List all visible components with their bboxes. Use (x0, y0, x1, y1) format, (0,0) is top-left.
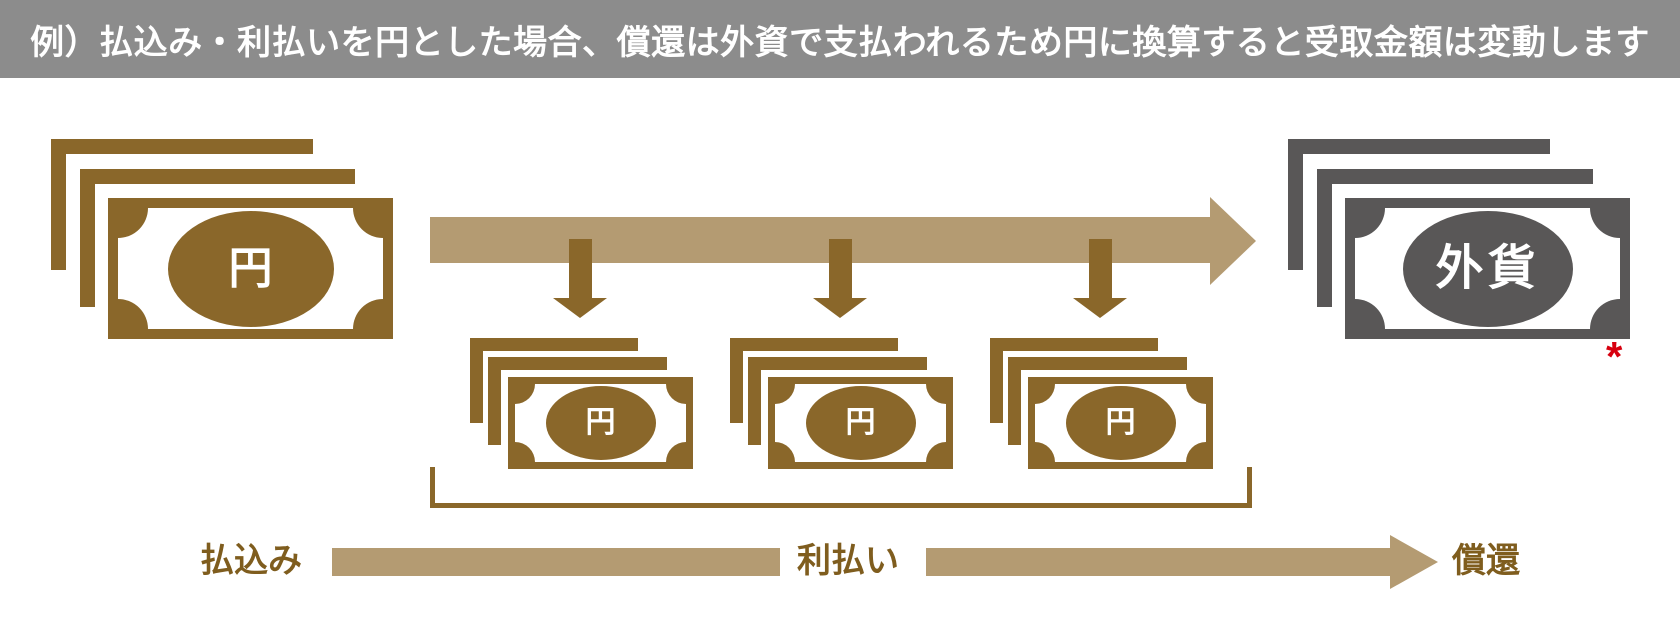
banknote-corner-ornament (666, 442, 686, 462)
banknote-face: 円 (118, 208, 383, 329)
foreign-currency-banknote: 外貨 (1345, 198, 1630, 339)
banknote-back-layer (80, 169, 355, 307)
banknote-back-layer (51, 139, 313, 270)
banknote-corner-ornament (926, 384, 946, 404)
footnote-asterisk: * (1606, 333, 1623, 380)
yen-banknote: 円 (1028, 377, 1213, 469)
banknote-corner-ornament (926, 442, 946, 462)
header-title: 例）払込み・利払いを円とした場合、償還は外資で支払われるため円に換算すると受取金… (30, 23, 1650, 62)
arrow-head (813, 298, 867, 318)
foreign-currency-label: 外貨 (1435, 241, 1540, 295)
banknote-back-layer (1317, 169, 1593, 307)
banknote-corner-ornament (1186, 442, 1206, 462)
banknote-corner-ornament (353, 208, 383, 238)
banknote-corner-ornament (1355, 299, 1385, 329)
flow-arrow-shaft (430, 217, 1210, 263)
yen-banknote-label: 円 (585, 406, 616, 439)
banknote-oval: 円 (545, 386, 656, 460)
banknote-back-layer (730, 338, 898, 423)
arrow-head (1073, 298, 1127, 318)
yen-banknote-label: 円 (845, 406, 876, 439)
banknote-corner-ornament (1186, 384, 1206, 404)
banknote-oval: 円 (1065, 386, 1176, 460)
timeline-payment-label: 払込み (200, 542, 302, 580)
banknote-corner-ornament (775, 384, 795, 404)
banknote-face: 円 (1035, 384, 1206, 462)
banknote-corner-ornament (1355, 208, 1385, 238)
yen-banknote: 円 (508, 377, 693, 469)
yen-banknote-label: 円 (1105, 406, 1136, 439)
banknote-back-layer (1008, 357, 1187, 445)
banknote-oval: 円 (167, 210, 334, 327)
banknote-corner-ornament (515, 442, 535, 462)
flow-arrow-head (1210, 197, 1256, 285)
banknote-corner-ornament (118, 299, 148, 329)
banknote-corner-ornament (1035, 442, 1055, 462)
banknote-corner-ornament (1590, 208, 1620, 238)
yen-banknote: 円 (768, 377, 953, 469)
header-bar: 例）払込み・利払いを円とした場合、償還は外資で支払われるため円に換算すると受取金… (0, 0, 1680, 78)
timeline-bar-interest-to-redemption (926, 548, 1390, 576)
banknote-oval: 外貨 (1402, 210, 1573, 327)
banknote-corner-ornament (775, 442, 795, 462)
banknote-back-layer (488, 357, 667, 445)
banknote-oval: 円 (805, 386, 916, 460)
timeline-interest-label: 利払い (797, 542, 899, 580)
yen-banknote: 円 (108, 198, 393, 339)
timeline-arrow-head (1390, 535, 1438, 589)
banknote-back-layer (990, 338, 1158, 423)
interest-group-bracket (430, 467, 1252, 508)
banknote-back-layer (470, 338, 638, 423)
banknote-corner-ornament (1035, 384, 1055, 404)
banknote-corner-ornament (1590, 299, 1620, 329)
banknote-face: 円 (775, 384, 946, 462)
banknote-face: 円 (515, 384, 686, 462)
banknote-corner-ornament (118, 208, 148, 238)
timeline-bar-payment-to-interest (332, 548, 780, 576)
banknote-face: 外貨 (1355, 208, 1620, 329)
banknote-back-layer (748, 357, 927, 445)
arrow-shaft (829, 239, 852, 298)
yen-banknote-label: 円 (228, 243, 273, 293)
banknote-corner-ornament (515, 384, 535, 404)
timeline-redemption-label: 償還 (1452, 542, 1520, 580)
arrow-shaft (569, 239, 592, 298)
arrow-head (553, 298, 607, 318)
banknote-back-layer (1288, 139, 1550, 270)
banknote-corner-ornament (353, 299, 383, 329)
banknote-corner-ornament (666, 384, 686, 404)
arrow-shaft (1089, 239, 1112, 298)
